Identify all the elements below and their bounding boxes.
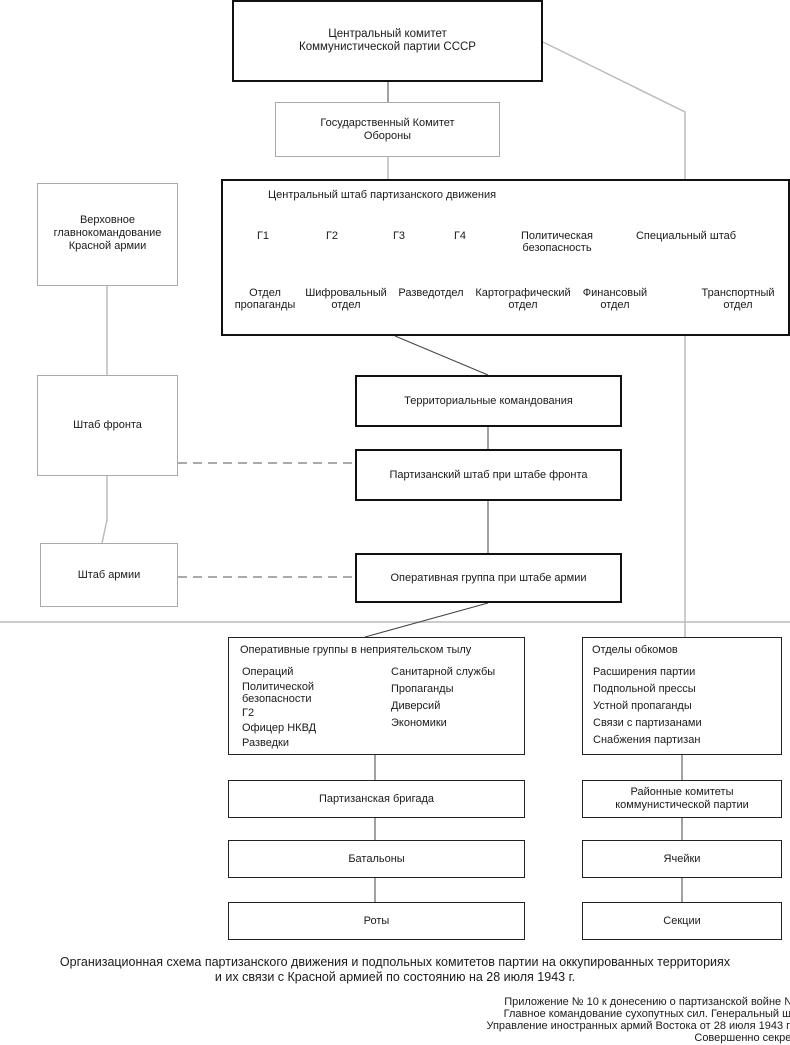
department-label: Г2 [325, 230, 339, 242]
army-hq-box: Штаб армии [40, 543, 178, 607]
list-item: Г2 [242, 707, 255, 719]
partisan-unit-box: Батальоны [228, 840, 525, 878]
note-line-4: Совершенно секрет [694, 1032, 790, 1044]
note-line-3: Управление иностранных армий Востока от … [486, 1020, 790, 1032]
enemy-rear-title: Оперативные группы в неприятельском тылу [240, 644, 472, 656]
party-unit-box: Секции [582, 902, 782, 940]
list-item: Операций [242, 666, 294, 678]
list-item: Связи с партизанами [593, 717, 702, 729]
department-label: Финансовый отдел [582, 287, 648, 311]
list-item: Политической безопасности [242, 681, 315, 705]
territorial-commands-box: Территориальные командования [355, 375, 622, 427]
caption-line-2: и их связи с Красной армией по состоянию… [214, 970, 576, 984]
caption-line-1: Организационная схема партизанского движ… [59, 955, 731, 969]
department-label: Шифровальный отдел [305, 287, 387, 311]
party-unit-box: Районные комитеты коммунистической парти… [582, 780, 782, 818]
list-item: Устной пропаганды [593, 700, 692, 712]
connector-staff-territorial [394, 335, 489, 376]
obkom-title: Отделы обкомов [592, 644, 678, 656]
department-label: Политическая безопасность [520, 230, 593, 254]
connector-cc-obkom [542, 41, 686, 637]
partisan-unit-box: Роты [228, 902, 525, 940]
department-label: Г1 [256, 230, 270, 242]
department-label: Отдел пропаганды [234, 287, 296, 311]
list-item: Диверсий [391, 700, 441, 712]
list-item: Подпольной прессы [593, 683, 696, 695]
department-label: Картографический отдел [475, 287, 571, 311]
gko-box: Государственный Комитет Обороны [275, 102, 500, 157]
operative-group-box: Оперативная группа при штабе армии [355, 553, 622, 603]
party-unit-box: Ячейки [582, 840, 782, 878]
note-line-1: Приложение № 10 к донесению о партизанск… [504, 996, 790, 1008]
list-item: Разведки [242, 737, 289, 749]
department-label: Транспортный отдел [701, 287, 775, 311]
department-label: Специальный штаб [635, 230, 737, 242]
partisan-staff-box: Партизанский штаб при штабе фронта [355, 449, 622, 501]
department-label: Г4 [453, 230, 467, 242]
list-item: Экономики [391, 717, 447, 729]
connector-front-army [101, 476, 108, 544]
list-item: Офицер НКВД [242, 722, 317, 734]
supreme-command-box: Верховное главнокомандование Красной арм… [37, 183, 178, 286]
central-staff-title: Центральный штаб партизанского движения [268, 189, 497, 201]
enemy-rear-groups-box [228, 637, 525, 755]
list-item: Снабжения партизан [593, 734, 701, 746]
central-committee-box: Центральный комитет Коммунистической пар… [232, 0, 543, 82]
list-item: Расширения партии [593, 666, 696, 678]
obkom-departments-box [582, 637, 782, 755]
central-staff-box [221, 179, 790, 336]
note-line-2: Главное командование сухопутных сил. Ген… [503, 1008, 790, 1020]
department-label: Разведотдел [398, 287, 464, 299]
list-item: Пропаганды [391, 683, 454, 695]
partisan-unit-box: Партизанская бригада [228, 780, 525, 818]
department-label: Г3 [392, 230, 406, 242]
front-hq-box: Штаб фронта [37, 375, 178, 476]
list-item: Санитарной службы [391, 666, 496, 678]
